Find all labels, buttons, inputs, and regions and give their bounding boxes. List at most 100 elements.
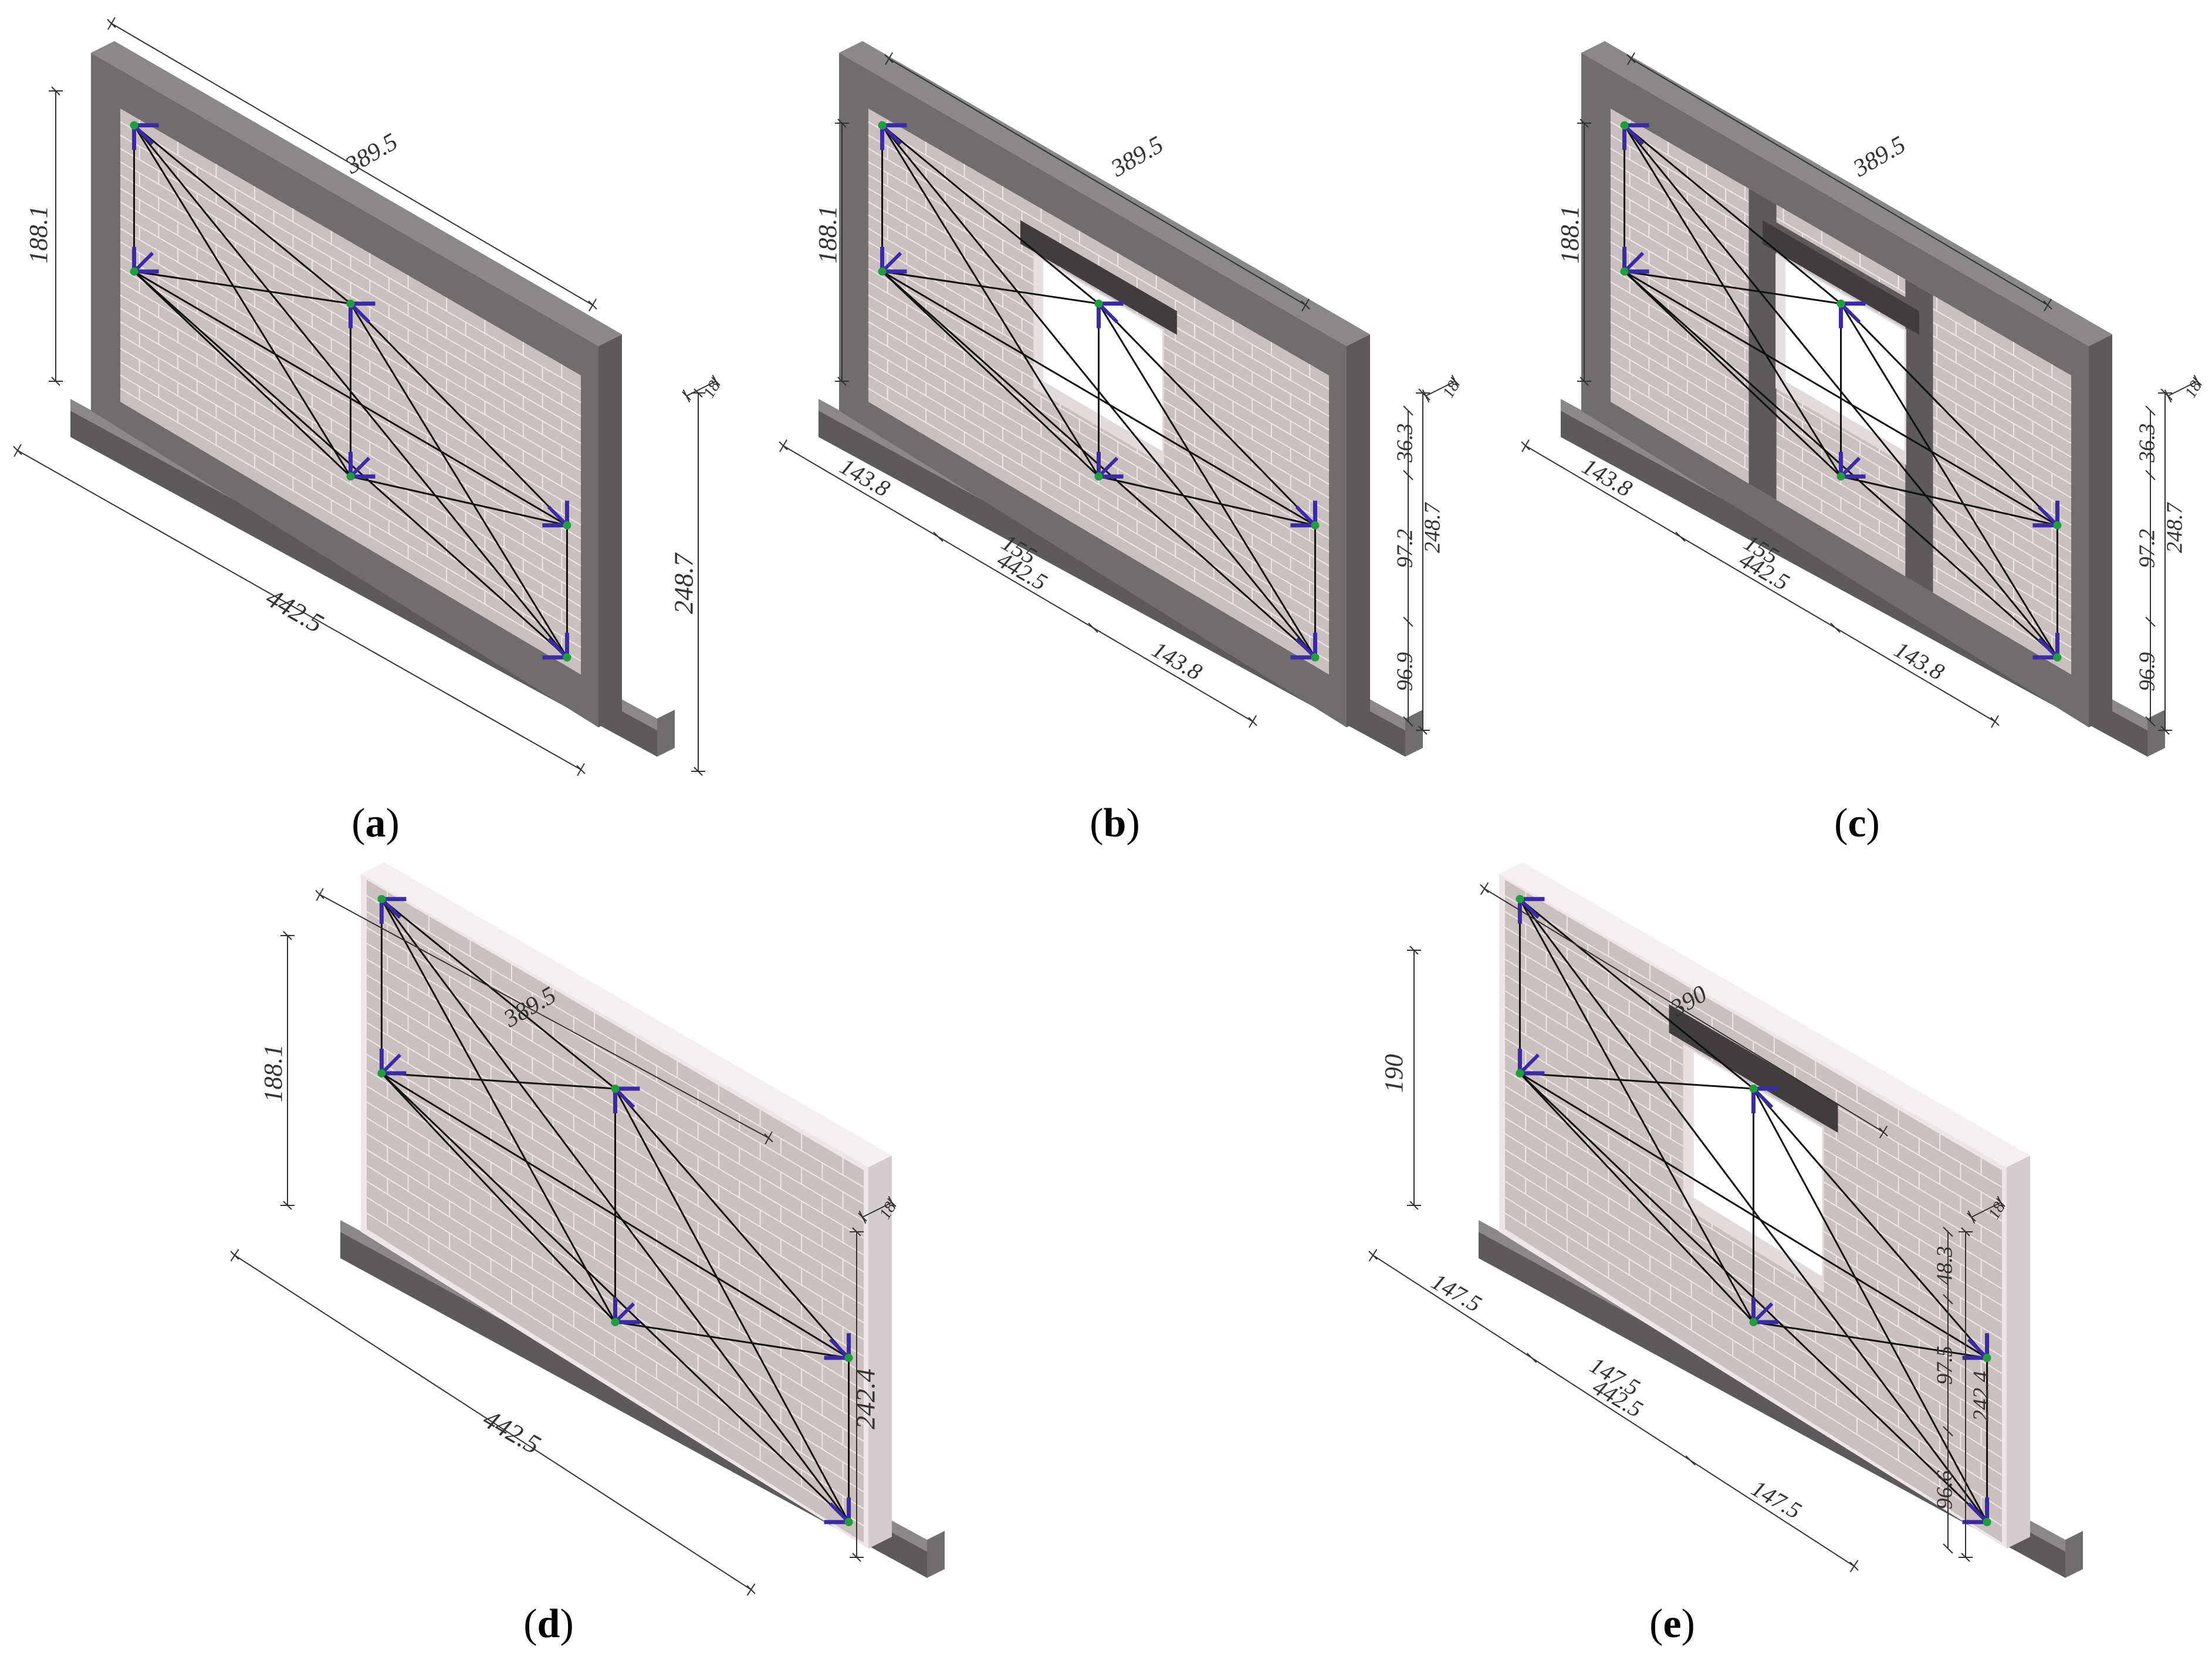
dim-label-total-height: 242.4 (851, 1368, 881, 1429)
sensor-anchor (1620, 121, 1629, 130)
measurement-wire (615, 1321, 849, 1359)
sensor-anchor (878, 121, 887, 130)
mortar-joint (366, 927, 864, 1222)
measurement-wire (1098, 303, 1316, 658)
dimension-tick (858, 1212, 867, 1222)
dim-bottom-length (1525, 445, 1995, 722)
dimension-tick (852, 1227, 861, 1236)
measurement-wire (381, 1072, 615, 1090)
sensor-arrow (1839, 302, 1861, 324)
lvdt-sensor (878, 246, 907, 276)
sensor-anchor (1516, 895, 1524, 903)
dim-label-left-height: 188.1 (259, 1045, 288, 1103)
measurement-wire (133, 124, 351, 304)
sensor-anchor (1836, 472, 1845, 481)
sensor-anchor (346, 472, 355, 481)
dim-bottom-length (17, 450, 581, 770)
caption-paren-close: ) (1682, 1601, 1695, 1647)
sensor-arrow (2037, 505, 2059, 527)
dimension-tick (1961, 1553, 1970, 1562)
sensor-arrow (1518, 1053, 1540, 1075)
caption-paren-close: ) (386, 801, 400, 846)
foundation-side (2065, 1531, 2083, 1578)
measurement-wire (881, 124, 1100, 304)
measurement-wire (381, 898, 616, 1090)
foundation-side (2147, 710, 2165, 757)
dimension-tick (746, 1585, 756, 1594)
sensor-anchor (1749, 1084, 1758, 1093)
dim-label-left-height: 188.1 (24, 206, 53, 264)
dimension-tick (1450, 377, 1460, 386)
dim-top-length (1631, 58, 2048, 306)
caption-paren-open: ( (1090, 801, 1103, 846)
window-lintel (1763, 220, 1919, 335)
lvdt-sensor (611, 1297, 640, 1327)
measurement-wire (1624, 270, 1841, 305)
sensor-arrow (349, 302, 371, 324)
dim-label-opening-height: 97.2 (1393, 529, 1418, 568)
dimension-tick (1943, 1426, 1953, 1437)
caption-paren-close: ) (1866, 801, 1880, 846)
sensor-arrow (1967, 1338, 1988, 1360)
measurement-wire (1624, 124, 1842, 304)
dimension-tick (1301, 300, 1310, 310)
measurement-wire (381, 1072, 616, 1323)
dimension-tick (1675, 531, 1686, 542)
lvdt-sensor (130, 121, 159, 150)
dimension-tick (694, 388, 703, 398)
dimension-tick (51, 86, 60, 96)
measurement-wire (1098, 303, 1316, 526)
dimension-tick (1418, 726, 1428, 735)
lvdt-sensor (2032, 632, 2062, 662)
sensor-arrow (380, 1053, 402, 1075)
sensor-arrow (881, 124, 902, 145)
lvdt-sensor (1836, 452, 1866, 481)
dimension-tick (1368, 1251, 1378, 1260)
lvdt-sensor (1749, 1084, 1778, 1113)
lvdt-sensor (1962, 1497, 1991, 1526)
mortar-joint (1610, 388, 2072, 662)
wall-panel-e: 390190147.5147.5442.5147.548.397.596.624… (1368, 862, 2083, 1647)
lvdt-sensor (346, 452, 376, 481)
dimension-tick (1830, 622, 1841, 633)
window-reveal (1776, 255, 1786, 394)
wall-side (2007, 1156, 2030, 1549)
sensor-arrow (828, 1502, 850, 1524)
sensor-arrow (1752, 1302, 1774, 1324)
wall-top (91, 41, 622, 346)
dimension-tick (107, 19, 116, 28)
window-lintel (1669, 1004, 1838, 1133)
dimension-tick (1403, 405, 1413, 416)
measurement-wire (1098, 475, 1315, 527)
measurement-wire (1624, 124, 1842, 477)
lvdt-sensor (346, 299, 376, 328)
lvdt-sensor (824, 1497, 853, 1526)
dimension-tick (2193, 377, 2202, 386)
sensor-anchor (130, 121, 138, 130)
caption-paren-open: ( (1649, 1601, 1663, 1647)
lvdt-sensor (1516, 895, 1545, 924)
wall-top (839, 41, 1370, 346)
caption-letter: c (1848, 801, 1866, 846)
sensor-arrow (2037, 638, 2059, 659)
sensor-anchor (377, 895, 386, 903)
dim-label-lower-segment: 96.9 (2135, 652, 2160, 692)
dimension-tick (283, 1201, 292, 1210)
dimension-tick (1990, 717, 2000, 726)
dimension-tick (1088, 622, 1098, 633)
dim-label-thickness: 18 (700, 378, 724, 401)
dim-label-opening-height: 97.5 (1933, 1346, 1957, 1385)
sensor-anchor (1516, 1069, 1524, 1078)
dim-top-length (111, 23, 593, 306)
sensor-anchor (346, 299, 355, 308)
sensor-anchor (1983, 1353, 1991, 1362)
dimension-tick (2160, 726, 2170, 735)
sensor-anchor (2053, 653, 2062, 662)
sensor-anchor (563, 521, 571, 530)
dimension-tick (1879, 1127, 1888, 1137)
dim-label-upper-segment: 36.3 (1393, 424, 1418, 463)
measurement-wire (1840, 303, 2058, 658)
mortar-joint (120, 388, 581, 662)
foundation-side (1405, 710, 1423, 757)
